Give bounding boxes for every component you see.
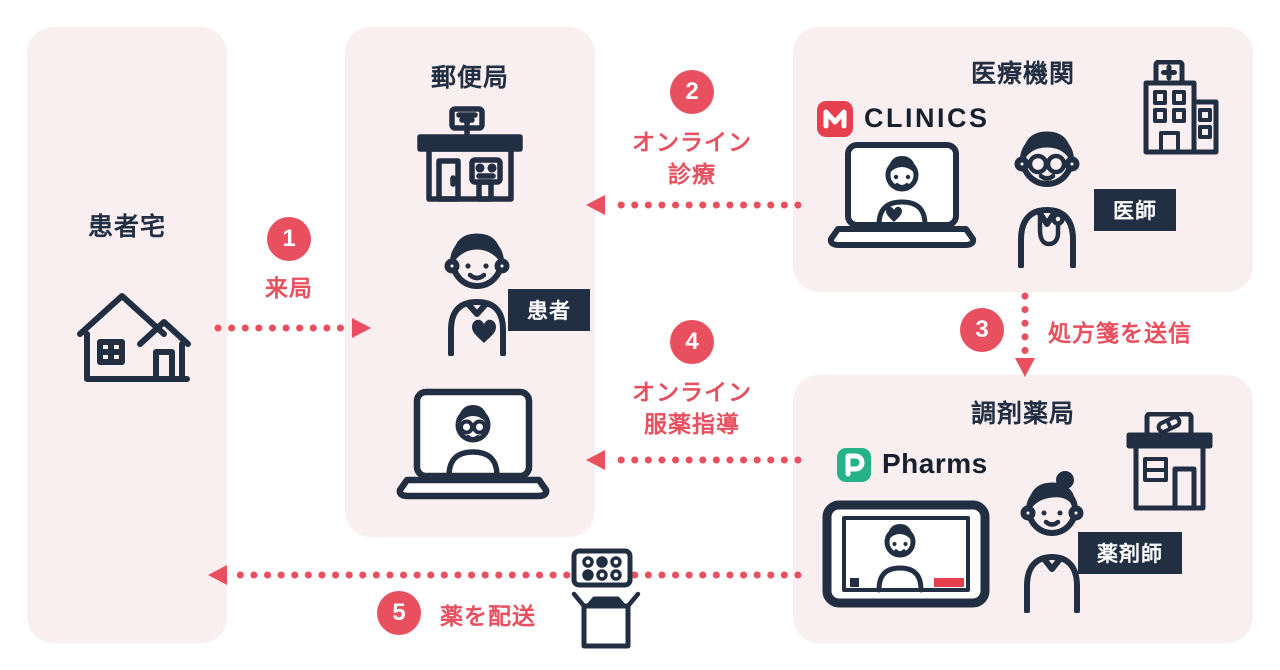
pharmacy-building-icon [1126, 412, 1213, 511]
step-5-badge: 5 [377, 591, 421, 635]
step-5-label: 薬を配送 [440, 603, 536, 629]
doctor-person-icon [1014, 131, 1080, 268]
laptop-patient-icon [396, 388, 550, 500]
house-icon [77, 293, 191, 382]
patient-person-icon [444, 233, 510, 356]
clinics-logo-icon [817, 101, 853, 137]
hospital-building-icon [1143, 60, 1219, 155]
step-4-label: オンライン 服薬指導 [632, 379, 752, 438]
medicine-package-icon [571, 548, 641, 649]
step-1-label: 来局 [265, 275, 313, 301]
pharms-logo-icon [837, 448, 871, 482]
panel-medical-institution: 医療機関 CLINICS [793, 27, 1253, 292]
pharms-brand-text: Pharms [882, 448, 988, 479]
panel-title-pharmacy: 調剤薬局 [970, 400, 1075, 428]
panel-pharmacy: 調剤薬局 Pharms [793, 375, 1253, 643]
patient-chip-label: 患者 [508, 289, 590, 331]
step-3-badge: 3 [960, 308, 1004, 352]
panel-patient-home: 患者宅 [27, 27, 227, 643]
panel-post-office: 郵便局 [345, 27, 595, 537]
pharmacist-chip-label: 薬剤師 [1078, 532, 1182, 574]
doctor-chip-label: 医師 [1094, 189, 1176, 231]
post-office-building-icon [417, 106, 523, 202]
pharmacist-person-icon [1020, 471, 1084, 613]
panel-title-patient-home: 患者宅 [87, 213, 166, 241]
tablet-video-call-icon [822, 500, 990, 608]
clinics-brand-text: CLINICS [864, 103, 990, 133]
step-3-label: 処方箋を送信 [1048, 320, 1192, 346]
step-2-badge: 2 [670, 70, 714, 114]
step-2-label: オンライン 診療 [632, 129, 752, 188]
panel-title-medical: 医療機関 [970, 60, 1075, 88]
laptop-video-call-icon [827, 142, 977, 248]
step-1-badge: 1 [267, 217, 311, 261]
step-4-badge: 4 [670, 320, 714, 364]
panel-title-post-office: 郵便局 [430, 64, 509, 92]
